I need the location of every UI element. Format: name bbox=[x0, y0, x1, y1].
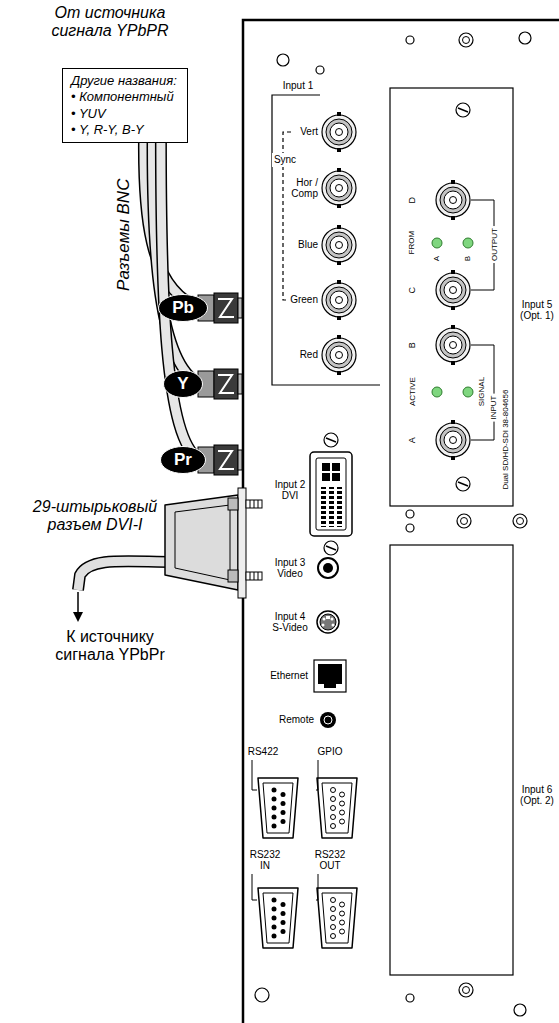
signal-name: Pb bbox=[169, 298, 197, 318]
port-label: RS232 IN bbox=[248, 849, 282, 872]
led-label: A bbox=[432, 256, 441, 261]
option-slot bbox=[390, 545, 513, 975]
port-label: RS232 OUT bbox=[313, 849, 347, 872]
panel-outline bbox=[243, 20, 559, 1023]
port-label: GPIO bbox=[317, 746, 342, 758]
connector-letter: A bbox=[407, 437, 417, 443]
group-label: OUTPUT bbox=[488, 227, 499, 264]
signal-name: Vert bbox=[300, 126, 318, 138]
panel-holes bbox=[255, 32, 531, 1016]
names-box: Другие названия:• Компонентный• YUV• Y, … bbox=[62, 68, 188, 143]
signal-name: Pr bbox=[171, 450, 195, 470]
names-line: • YUV bbox=[71, 106, 179, 122]
slot-label: Input 6 (Opt. 2) bbox=[518, 784, 556, 807]
tag-oval bbox=[164, 371, 203, 398]
tag-oval bbox=[159, 295, 208, 322]
option-card bbox=[390, 88, 513, 506]
card-name: Dual SD/HD-SDI 38-804656 bbox=[501, 390, 510, 490]
group-label: INPUT bbox=[488, 394, 499, 422]
port-label: RS422 bbox=[248, 746, 279, 758]
led-label: B bbox=[463, 256, 472, 261]
signal-tag: Y bbox=[163, 370, 203, 398]
names-line: • Y, R-Y, B-Y bbox=[71, 122, 179, 138]
input-label: Input 2 DVI bbox=[270, 479, 310, 502]
input-label: Input 3 Video bbox=[270, 557, 310, 580]
bnc-plug bbox=[198, 293, 242, 475]
input-label: Input 1 bbox=[283, 80, 314, 92]
connector-letter: B bbox=[407, 342, 417, 348]
direction-arrow bbox=[73, 592, 83, 622]
signal-tag: Pb bbox=[158, 294, 208, 322]
signal-name: Hor / Comp bbox=[282, 177, 318, 200]
connector-note: Разъемы BNC bbox=[114, 179, 134, 291]
names-line: Другие названия: bbox=[71, 73, 179, 89]
tag-oval bbox=[161, 447, 206, 474]
destination-note: К источнику сигнала YPbPr bbox=[35, 628, 185, 665]
signal-name: Blue bbox=[298, 239, 318, 251]
bnc-cable bbox=[144, 100, 200, 460]
port-label: Remote bbox=[279, 714, 314, 726]
connector-letter: C bbox=[407, 287, 417, 294]
input-label: Input 4 S-Video bbox=[270, 611, 310, 634]
slot-label: Input 5 (Opt. 1) bbox=[518, 299, 556, 322]
video-jack bbox=[318, 558, 338, 578]
connector-letter: D bbox=[407, 197, 417, 204]
source-note: От источника сигнала YPbPR bbox=[40, 4, 180, 41]
bnc-socket bbox=[322, 112, 356, 375]
led-label: SIGNAL bbox=[477, 377, 486, 406]
dvi-port bbox=[310, 433, 352, 555]
svideo-jack bbox=[317, 611, 339, 633]
port-label: Ethernet bbox=[270, 670, 308, 682]
ethernet-port bbox=[314, 660, 346, 692]
input-bracket bbox=[272, 95, 380, 385]
remote-jack bbox=[320, 712, 336, 728]
led-label: FROM bbox=[407, 231, 416, 255]
signal-name: Green bbox=[290, 294, 318, 306]
signal-name: Red bbox=[300, 349, 318, 361]
signal-tag: Pr bbox=[160, 446, 206, 474]
signal-name: Sync bbox=[272, 153, 298, 167]
signal-name: Y bbox=[174, 374, 192, 394]
led-label: ACTIVE bbox=[407, 378, 416, 407]
names-line: • Компонентный bbox=[71, 89, 179, 105]
connector-note: 29-штырьковый разъем DVI-I bbox=[13, 498, 178, 535]
